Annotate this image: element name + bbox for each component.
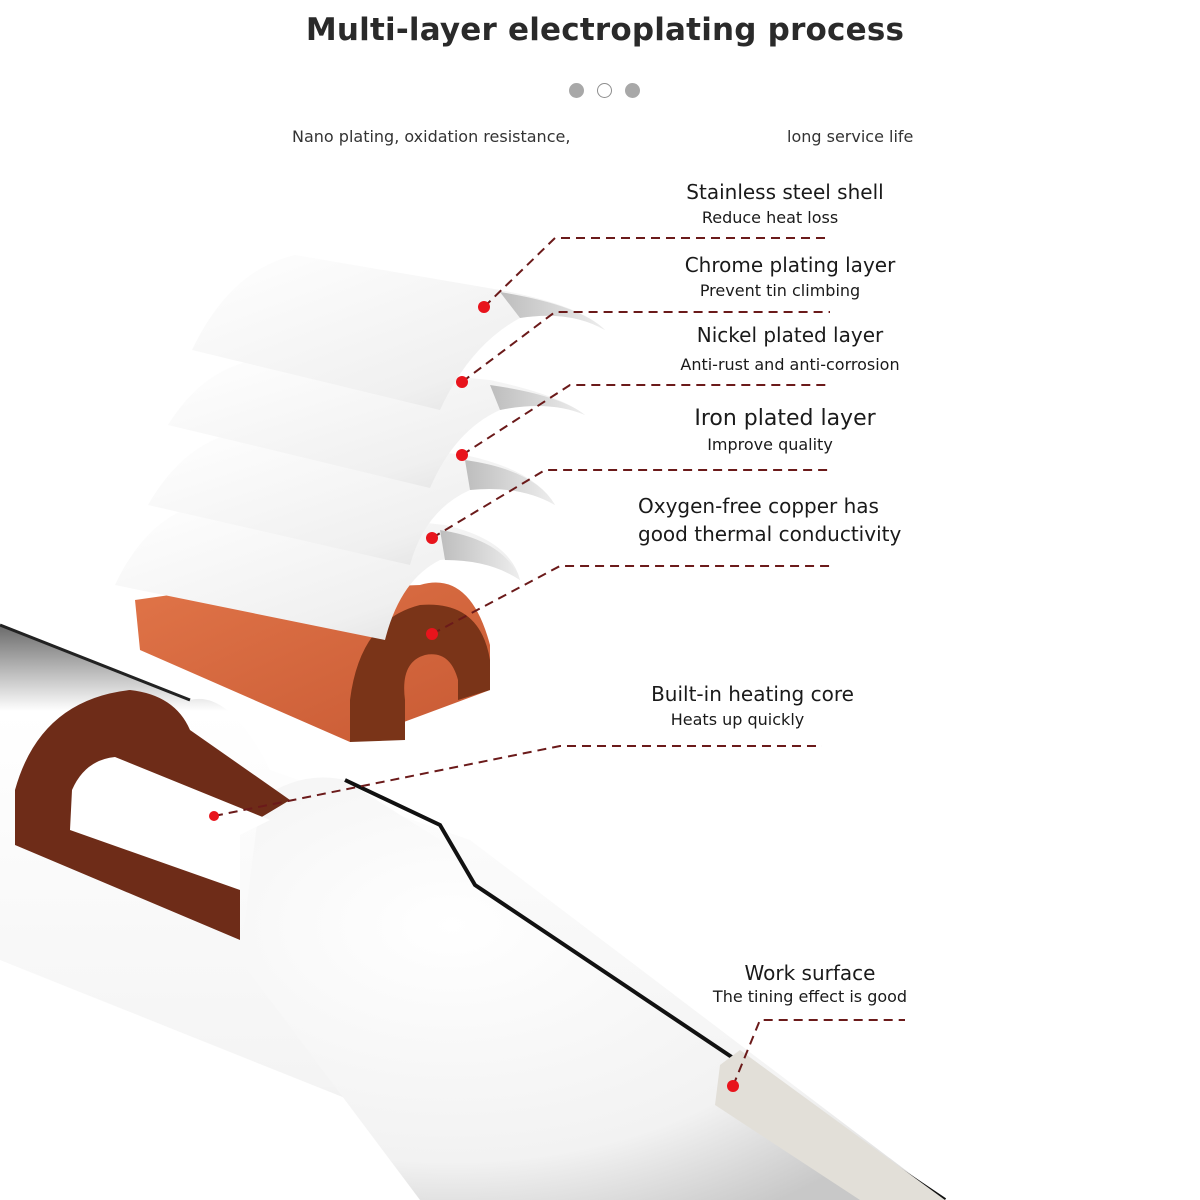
leader-chrome bbox=[461, 311, 830, 383]
leader-nickel bbox=[461, 384, 830, 456]
barrel-top-edge bbox=[0, 623, 191, 702]
callout-heating-core: Built-in heating core Heats up quickly bbox=[625, 682, 880, 729]
marker-stainless bbox=[478, 301, 490, 313]
collar-edge bbox=[344, 778, 947, 1200]
subtitle-right: long service life bbox=[787, 127, 914, 146]
callout-title: Built-in heating core bbox=[651, 682, 854, 706]
callout-title: Stainless steel shell bbox=[686, 180, 884, 204]
pagination-dots bbox=[569, 83, 640, 98]
leader-stainless bbox=[483, 237, 830, 308]
marker-chrome bbox=[456, 376, 468, 388]
callout-iron-plated: Iron plated layer Improve quality bbox=[655, 406, 915, 454]
callout-stainless-steel: Stainless steel shell Reduce heat loss bbox=[660, 180, 910, 227]
leader-work-surface bbox=[732, 1019, 905, 1087]
pagination-dot-3[interactable] bbox=[625, 83, 640, 98]
subtitle-left: Nano plating, oxidation resistance, bbox=[292, 127, 571, 146]
callout-title: Iron plated layer bbox=[694, 406, 876, 431]
callout-title: Work surface bbox=[744, 961, 876, 985]
leader-heating-core bbox=[213, 745, 822, 817]
callout-chrome-plating: Chrome plating layer Prevent tin climbin… bbox=[660, 253, 920, 300]
callout-description: Improve quality bbox=[707, 435, 833, 454]
plate-nickel bbox=[148, 430, 555, 565]
callout-title: Oxygen-free copper has bbox=[638, 494, 879, 518]
marker-heating-core bbox=[209, 811, 219, 821]
callout-nickel-plated: Nickel plated layer Anti-rust and anti-c… bbox=[660, 323, 920, 374]
callout-description: Prevent tin climbing bbox=[699, 281, 861, 300]
marker-work-surface bbox=[727, 1080, 739, 1092]
pagination-dot-2-active[interactable] bbox=[597, 83, 612, 98]
callout-description: Reduce heat loss bbox=[701, 208, 839, 227]
marker-copper bbox=[426, 628, 438, 640]
plate-chrome bbox=[168, 358, 585, 488]
callout-description: good thermal conductivity bbox=[638, 522, 902, 546]
pagination-dot-1[interactable] bbox=[569, 83, 584, 98]
page-title: Multi-layer electroplating process bbox=[305, 12, 905, 48]
heating-core-hollow bbox=[70, 757, 270, 890]
callout-description: The tining effect is good bbox=[712, 987, 908, 1006]
leader-copper bbox=[431, 565, 830, 635]
callout-title: Nickel plated layer bbox=[696, 323, 884, 347]
callout-title: Chrome plating layer bbox=[684, 253, 896, 277]
callout-copper: Oxygen-free copper has good thermal cond… bbox=[638, 494, 938, 546]
marker-nickel bbox=[456, 449, 468, 461]
marker-iron bbox=[426, 532, 438, 544]
callout-description: Heats up quickly bbox=[670, 710, 805, 729]
plate-stainless-steel bbox=[192, 255, 605, 410]
callout-work-surface: Work surface The tining effect is good bbox=[690, 961, 930, 1006]
leader-iron bbox=[431, 469, 830, 539]
callout-description: Anti-rust and anti-corrosion bbox=[680, 355, 900, 374]
work-surface-band bbox=[715, 1050, 945, 1200]
